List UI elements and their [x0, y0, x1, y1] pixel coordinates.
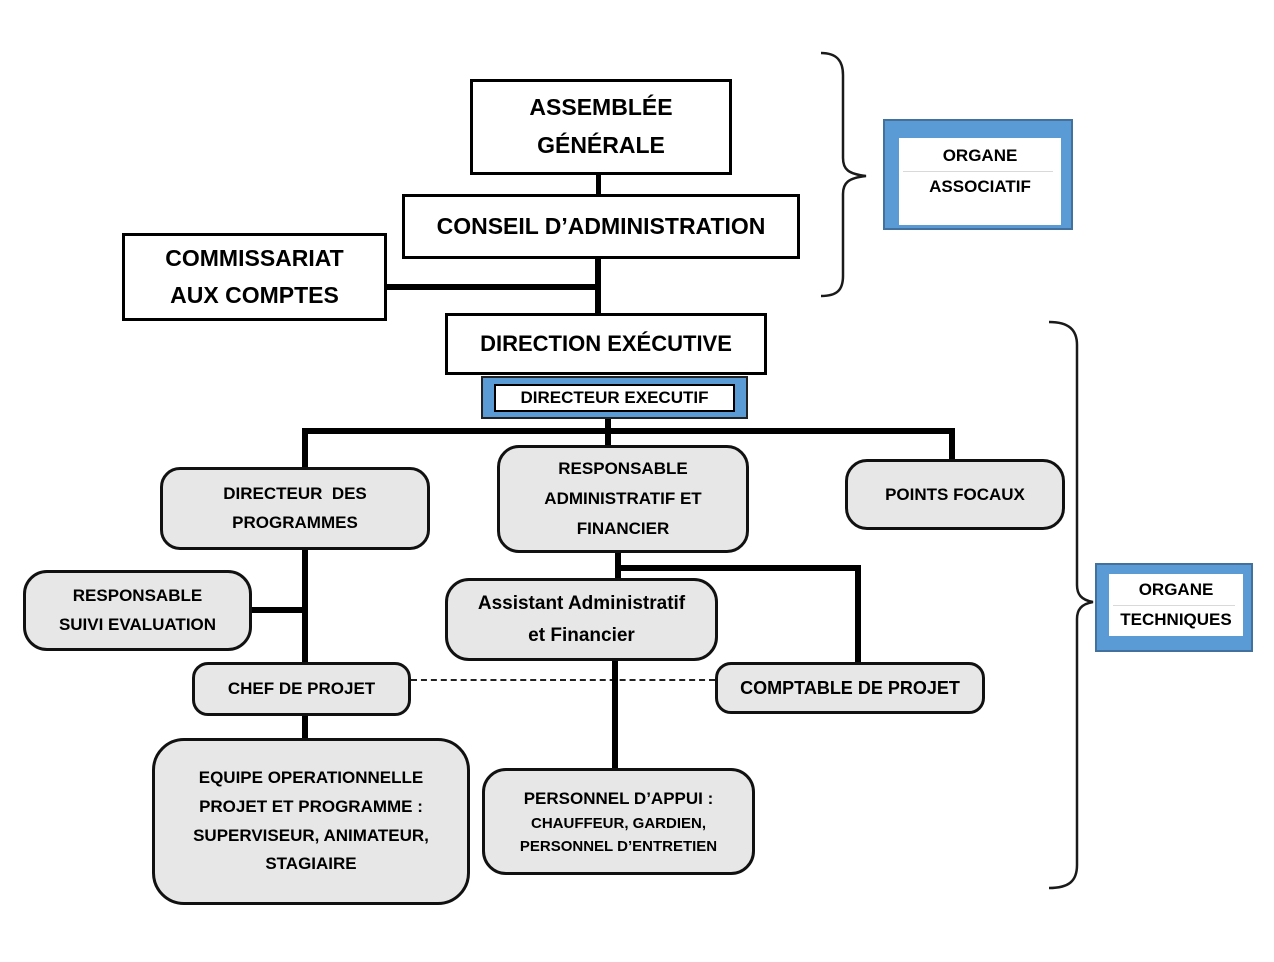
- node-responsable-suivi-evaluation: RESPONSABLE SUIVI EVALUATION: [23, 570, 252, 651]
- node-assistant-administratif-financier: Assistant Administratif et Financier: [445, 578, 718, 661]
- node-comptable-de-projet: COMPTABLE DE PROJET: [715, 662, 985, 714]
- node-personnel-appui: PERSONNEL D’APPUI : CHAUFFEUR, GARDIEN, …: [482, 768, 755, 875]
- node-direction-executive: DIRECTION EXÉCUTIVE: [445, 313, 767, 375]
- connector-commissariat: [387, 284, 597, 290]
- connector-directeur-bus: [605, 418, 611, 430]
- organe-techniques-divider: [1113, 605, 1235, 606]
- connector-raf-comptable: [855, 565, 861, 663]
- brace-organe-associatif: [820, 51, 867, 298]
- connector-bus-drop-left: [302, 434, 308, 468]
- node-equipe-operationnelle: EQUIPE OPERATIONNELLE PROJET ET PROGRAMM…: [152, 738, 470, 905]
- connector-suivi-evaluation: [251, 607, 303, 613]
- brace-organe-techniques: [1048, 320, 1094, 890]
- connector-raf-horizontal: [615, 565, 861, 571]
- node-directeur-des-programmes: DIRECTEUR DES PROGRAMMES: [160, 467, 430, 550]
- connector-assistant-personnel: [612, 660, 618, 769]
- connector-bus-drop-right: [949, 434, 955, 460]
- node-assemblee-generale: ASSEMBLÉE GÉNÉRALE: [470, 79, 732, 175]
- connector-dashed-chef-comptable: [411, 679, 715, 681]
- organe-associatif-text: ORGANE ASSOCIATIF: [899, 138, 1061, 225]
- node-directeur-executif: DIRECTEUR EXECUTIF: [481, 376, 748, 419]
- connector-bus-horizontal: [302, 428, 955, 434]
- label-organe-techniques: ORGANE TECHNIQUES: [1095, 563, 1253, 652]
- node-chef-de-projet: CHEF DE PROJET: [192, 662, 411, 716]
- node-conseil-administration: CONSEIL D’ADMINISTRATION: [402, 194, 800, 259]
- connector-bus-drop-center: [605, 434, 611, 446]
- node-responsable-administratif-financier: RESPONSABLE ADMINISTRATIF ET FINANCIER: [497, 445, 749, 553]
- personnel-appui-detail: CHAUFFEUR, GARDIEN, PERSONNEL D’ENTRETIE…: [519, 814, 718, 856]
- node-commissariat-aux-comptes: COMMISSARIAT AUX COMPTES: [122, 233, 387, 321]
- organe-associatif-divider: [903, 171, 1053, 172]
- personnel-appui-title: PERSONNEL D’APPUI :: [523, 788, 714, 808]
- connector-conseil-direction: [595, 258, 601, 314]
- node-points-focaux: POINTS FOCAUX: [845, 459, 1065, 530]
- connector-assemblee-conseil: [596, 175, 601, 195]
- directeur-executif-label: DIRECTEUR EXECUTIF: [494, 384, 735, 412]
- connector-programmes-equipe: [302, 549, 308, 739]
- label-organe-associatif: ORGANE ASSOCIATIF: [883, 119, 1073, 230]
